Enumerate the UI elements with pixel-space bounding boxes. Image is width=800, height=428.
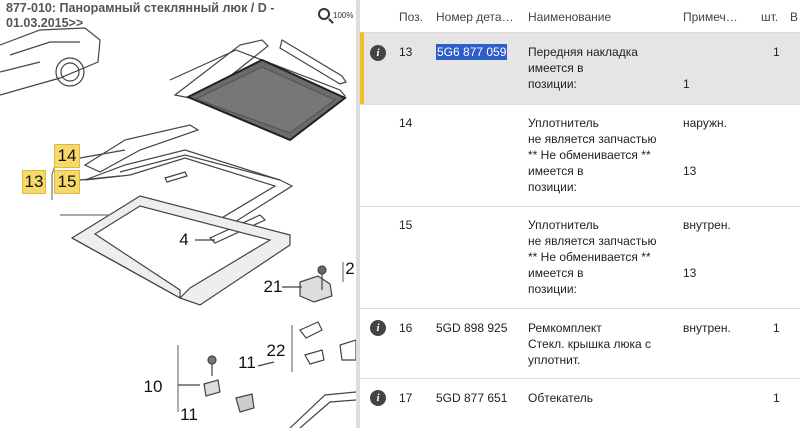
cell-name: Уплотнитель не является запчастью ** Не … xyxy=(528,116,657,194)
cell-qty: 1 xyxy=(773,391,780,405)
table-row[interactable]: i 13 5G6 877 059 Передняя накладка имеет… xyxy=(360,32,800,104)
callout-2[interactable]: 2 xyxy=(345,259,355,278)
cell-note: внутрен. xyxy=(683,321,731,335)
header-name[interactable]: Наименование xyxy=(528,10,612,24)
parts-table: Поз. Номер дета… Наименование Примеч… шт… xyxy=(360,0,800,428)
cell-name: Передняя накладка имеется в позиции: xyxy=(528,45,638,91)
header-note[interactable]: Примеч… xyxy=(683,10,738,24)
callout-4[interactable]: 4 xyxy=(179,230,189,249)
header-extra[interactable]: В xyxy=(790,10,799,24)
diagram-drawing xyxy=(0,27,356,428)
diagram-title: 877-010: Панорамный стеклянный люк / D -… xyxy=(6,1,275,30)
header-pos[interactable]: Поз. xyxy=(399,10,423,24)
cell-name: Ремкомплект Стекл. крышка люка с уплотни… xyxy=(528,321,651,367)
cell-partno[interactable]: 5GD 877 651 xyxy=(436,391,508,405)
cell-qty: 1 xyxy=(773,321,780,335)
cell-note: внутрен. 13 xyxy=(683,218,731,280)
zoom-button[interactable]: 100% xyxy=(316,6,354,26)
cell-note: 1 xyxy=(683,77,690,91)
cell-partno[interactable]: 5G6 877 059 xyxy=(436,44,508,60)
cell-partno[interactable]: 5GD 898 925 xyxy=(436,321,508,335)
cell-name: Уплотнитель не является запчастью ** Не … xyxy=(528,218,657,296)
callout-11-lower[interactable]: 11 xyxy=(180,405,198,424)
callout-14[interactable]: 14 xyxy=(54,144,80,168)
cell-pos: 15 xyxy=(399,218,413,232)
zoom-level: 100% xyxy=(333,11,354,20)
header-qty[interactable]: шт. xyxy=(761,10,779,24)
callout-15[interactable]: 15 xyxy=(54,170,80,194)
cell-pos: 17 xyxy=(399,391,413,405)
table-row[interactable]: i 16 5GD 898 925 Ремкомплект Стекл. крыш… xyxy=(360,308,800,378)
callout-11-upper[interactable]: 11 xyxy=(238,353,256,372)
cell-name: Обтекатель xyxy=(528,391,594,405)
cell-note: наружн. 13 xyxy=(683,116,727,178)
cell-pos: 13 xyxy=(399,45,413,59)
cell-pos: 14 xyxy=(399,116,413,130)
info-icon[interactable]: i xyxy=(370,45,386,61)
panel-divider[interactable] xyxy=(356,0,360,428)
header-partno[interactable]: Номер дета… xyxy=(436,10,514,24)
table-row[interactable]: 14 Уплотнитель не является запчастью ** … xyxy=(360,104,800,206)
info-icon[interactable]: i xyxy=(370,390,386,406)
info-icon[interactable]: i xyxy=(370,320,386,336)
cell-qty: 1 xyxy=(773,45,780,59)
magnifier-icon xyxy=(318,8,330,20)
callout-13[interactable]: 13 xyxy=(22,170,46,194)
callout-21[interactable]: 21 xyxy=(263,277,283,296)
cell-pos: 16 xyxy=(399,321,413,335)
callout-10[interactable]: 10 xyxy=(143,377,163,396)
table-row[interactable]: i 17 5GD 877 651 Обтекатель 1 xyxy=(360,378,800,428)
parts-diagram[interactable]: 877-010: Панорамный стеклянный люк / D -… xyxy=(0,0,356,428)
table-header: Поз. Номер дета… Наименование Примеч… шт… xyxy=(360,0,800,32)
callout-22[interactable]: 22 xyxy=(266,341,286,360)
table-row[interactable]: 15 Уплотнитель не является запчастью ** … xyxy=(360,206,800,308)
